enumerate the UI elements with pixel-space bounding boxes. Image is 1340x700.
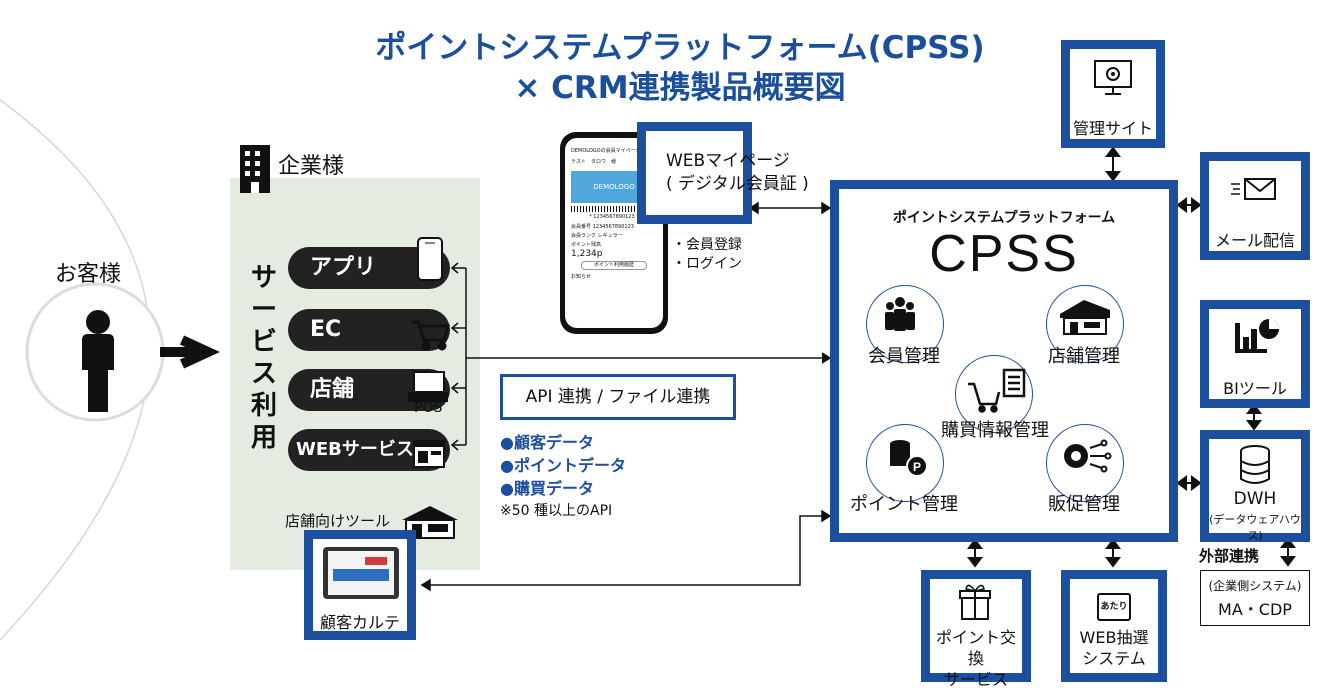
module-label: 会員管理 xyxy=(868,346,940,367)
service-label: アプリ xyxy=(310,255,377,280)
admin-site-label: 管理サイト xyxy=(1072,119,1153,138)
rank-label: 会員ランク xyxy=(571,233,597,239)
notice-label: お知らせ xyxy=(571,274,591,280)
cpss-name: CPSS xyxy=(929,225,1079,283)
external-system-box: (企業側システム) MA・CDP xyxy=(1200,570,1310,626)
api-box: API 連携 / ファイル連携 xyxy=(500,374,736,420)
module-circle-promo xyxy=(1046,424,1124,502)
bi-chart-icon xyxy=(1235,319,1279,353)
karte-box: 顧客カルテ xyxy=(304,530,416,640)
barcode xyxy=(571,206,657,212)
double-arrows xyxy=(967,146,1296,568)
phone-user-name: テスト タロウ 様 xyxy=(571,159,617,165)
mail-icon xyxy=(1231,178,1276,200)
service-pill-app: アプリ xyxy=(288,247,450,289)
service-pill-web: WEBサービス xyxy=(288,429,450,471)
module-label: 販促管理 xyxy=(1048,494,1120,515)
store-tool-label: 店舗向けツール xyxy=(285,512,391,530)
api-note: ※50 種以上のAPI xyxy=(500,503,613,519)
module-label: ポイント管理 xyxy=(850,494,958,515)
karte-connector xyxy=(420,509,832,592)
cpss-subtitle: ポイントシステムプラットフォーム xyxy=(892,210,1116,226)
services-connector xyxy=(450,262,832,451)
service-label: WEBサービス xyxy=(296,439,414,460)
lottery-ticket-icon: あたり xyxy=(1097,593,1131,621)
service-label: EC xyxy=(310,317,342,342)
mail-label: メール配信 xyxy=(1214,231,1295,250)
points-label: ポイント残高 xyxy=(571,242,602,248)
bi-box: BIツール xyxy=(1200,300,1310,408)
point-exchange-line: ポイント交換 xyxy=(935,628,1016,668)
diagram-title: ポイントシステムプラットフォーム(CPSS) × CRM連携製品概要図 xyxy=(300,28,1060,108)
service-use-char: ビ xyxy=(250,327,277,357)
service-use-char: サ xyxy=(250,263,277,293)
web-lottery-line: WEB抽選 xyxy=(1079,628,1149,647)
bi-label: BIツール xyxy=(1223,379,1287,398)
webmypage-title: WEBマイページ xyxy=(666,151,790,171)
rank: レギュラー xyxy=(597,233,623,239)
service-label: 店舗 xyxy=(310,377,355,402)
api-item: ●購買データ xyxy=(500,479,594,498)
member-no-label: 会員番号 xyxy=(571,224,592,230)
tablet-icon xyxy=(323,547,399,599)
admin-monitor-icon xyxy=(1094,60,1132,95)
history-button: ポイント利用履歴 xyxy=(581,261,647,270)
web-lottery-line: システム xyxy=(1082,649,1146,668)
member-no: 1234567890123 xyxy=(592,224,634,230)
use-arrow xyxy=(179,335,220,369)
service-use-label: サ ー ビ ス 利 用 xyxy=(249,262,279,454)
gift-icon xyxy=(959,584,991,620)
company-label: 企業様 xyxy=(278,154,345,179)
module-label: 購買情報管理 xyxy=(941,420,1049,441)
admin-site-box: 管理サイト xyxy=(1061,40,1165,148)
bullet-register: ・会員登録 xyxy=(672,237,742,253)
module-label: 店舗管理 xyxy=(1048,346,1120,367)
web-lottery-box: あたり WEB抽選 システム xyxy=(1061,570,1167,682)
mail-box: メール配信 xyxy=(1200,152,1310,260)
dwh-box: DWH (データウェアハウス) xyxy=(1200,430,1310,542)
service-use-char: 利 xyxy=(250,391,277,421)
module-circle-store xyxy=(1046,285,1124,363)
external-system-main: MA・CDP xyxy=(1218,600,1292,619)
webmypage-frame xyxy=(637,122,752,224)
external-system-sub: (企業側システム) xyxy=(1208,579,1302,593)
point-exchange-label: ポイント交換 サービス xyxy=(930,627,1022,690)
service-use-char: ー xyxy=(250,295,277,325)
customer-label: お客様 xyxy=(55,262,122,287)
webmypage-bullets: ・会員登録 ・ログイン xyxy=(672,236,742,274)
title-line1: ポイントシステムプラットフォーム(CPSS) xyxy=(375,30,985,66)
mypage-connector xyxy=(748,201,832,215)
bullet-login: ・ログイン xyxy=(672,256,742,272)
points-value: 1,234p xyxy=(571,249,603,259)
point-exchange-box: ポイント交換 サービス xyxy=(921,570,1031,689)
customer-circle xyxy=(25,282,165,422)
webmypage-text: WEBマイページ ( デジタル会員証 ) xyxy=(666,150,816,196)
web-lottery-label: WEB抽選 システム xyxy=(1070,627,1158,669)
title-line2: × CRM連携製品概要図 xyxy=(514,70,846,106)
api-item: ●ポイントデータ xyxy=(500,456,626,475)
service-use-char: ス xyxy=(250,359,277,389)
karte-label: 顧客カルテ xyxy=(319,613,400,632)
database-icon xyxy=(1240,445,1270,484)
module-circle-point xyxy=(866,424,944,502)
service-pill-ec: EC xyxy=(288,309,450,351)
api-item: ●顧客データ xyxy=(500,433,594,452)
point-exchange-line: サービス xyxy=(943,670,1008,689)
api-data-list: ●顧客データ ●ポイントデータ ●購買データ ※50 種以上のAPI xyxy=(500,431,626,523)
barcode-number: * 1234567890123 * xyxy=(589,214,639,220)
phone-header: DEMOLOGOの会員マイページ xyxy=(571,148,641,154)
phone-mockup: DEMOLOGOの会員マイページ テスト タロウ 様 DEMOLOGO * 12… xyxy=(560,132,668,334)
dwh-sublabel: (データウェアハウス) xyxy=(1209,513,1301,542)
external-label: 外部連携 xyxy=(1199,547,1260,565)
pos-label: POS xyxy=(414,400,443,416)
webmypage-subtitle: ( デジタル会員証 ) xyxy=(666,174,809,194)
service-use-char: 用 xyxy=(250,423,277,453)
dwh-label: DWH xyxy=(1233,489,1277,509)
